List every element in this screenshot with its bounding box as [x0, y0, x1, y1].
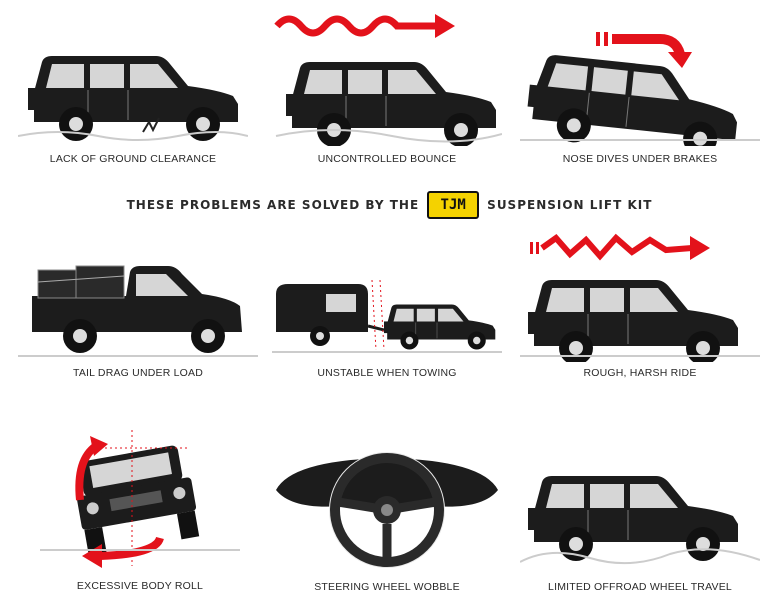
caption-wheel-travel: LIMITED OFFROAD WHEEL TRAVEL [548, 581, 732, 593]
tjm-logo: TJM [427, 191, 480, 219]
caravan [276, 284, 385, 346]
panel-wheel-travel: LIMITED OFFROAD WHEEL TRAVEL [520, 450, 760, 600]
steering-wheel-illustration [276, 452, 498, 568]
steering-wheel-icon [329, 452, 445, 568]
zigzag-red-arrow-icon [530, 236, 710, 260]
suv-body-roll-illustration [40, 430, 240, 568]
suv-nose-dive-illustration [520, 32, 760, 146]
curved-red-arrow-up-icon [75, 436, 108, 501]
banner: THESE PROBLEMS ARE SOLVED BY THE TJM SUS… [0, 188, 779, 222]
suv-limited-travel-illustration [520, 475, 760, 565]
curved-red-arrow-icon [596, 32, 692, 68]
panel-ground-clearance: LACK OF GROUND CLEARANCE [18, 40, 248, 170]
suv-low-clearance-illustration [18, 55, 248, 142]
suv-front-view [77, 445, 200, 556]
caption-bounce: UNCONTROLLED BOUNCE [317, 153, 457, 165]
caption-towing: UNSTABLE WHEN TOWING [317, 367, 457, 379]
caption-tail-drag: TAIL DRAG UNDER LOAD [72, 367, 204, 379]
caption-nose-dive: NOSE DIVES UNDER BRAKES [562, 153, 718, 165]
panel-nose-dive: NOSE DIVES UNDER BRAKES [520, 28, 760, 170]
banner-text-before: THESE PROBLEMS ARE SOLVED BY THE [126, 198, 420, 212]
panel-tail-drag: TAIL DRAG UNDER LOAD [18, 252, 258, 386]
panel-towing: UNSTABLE WHEN TOWING [272, 270, 502, 386]
cargo-load [37, 265, 125, 299]
caption-harsh-ride: ROUGH, HARSH RIDE [583, 367, 697, 379]
panel-body-roll: EXCESSIVE BODY ROLL [40, 430, 240, 600]
suv-bounce-illustration [272, 6, 502, 146]
ute-body [32, 266, 242, 353]
ute-loaded-illustration [18, 265, 258, 357]
panel-bounce: UNCONTROLLED BOUNCE [272, 6, 502, 170]
banner-text-after: SUSPENSION LIFT KIT [487, 198, 653, 212]
caption-ground-clearance: LACK OF GROUND CLEARANCE [49, 153, 217, 165]
suv-harsh-ride-illustration [520, 228, 760, 362]
panel-steering-wobble: STEERING WHEEL WOBBLE [272, 440, 502, 600]
suv-towing-caravan-illustration [272, 279, 502, 353]
wavy-red-arrow-icon [277, 14, 455, 38]
caption-steering-wobble: STEERING WHEEL WOBBLE [314, 581, 460, 593]
panel-harsh-ride: ROUGH, HARSH RIDE [520, 228, 760, 386]
caption-body-roll: EXCESSIVE BODY ROLL [76, 580, 204, 592]
